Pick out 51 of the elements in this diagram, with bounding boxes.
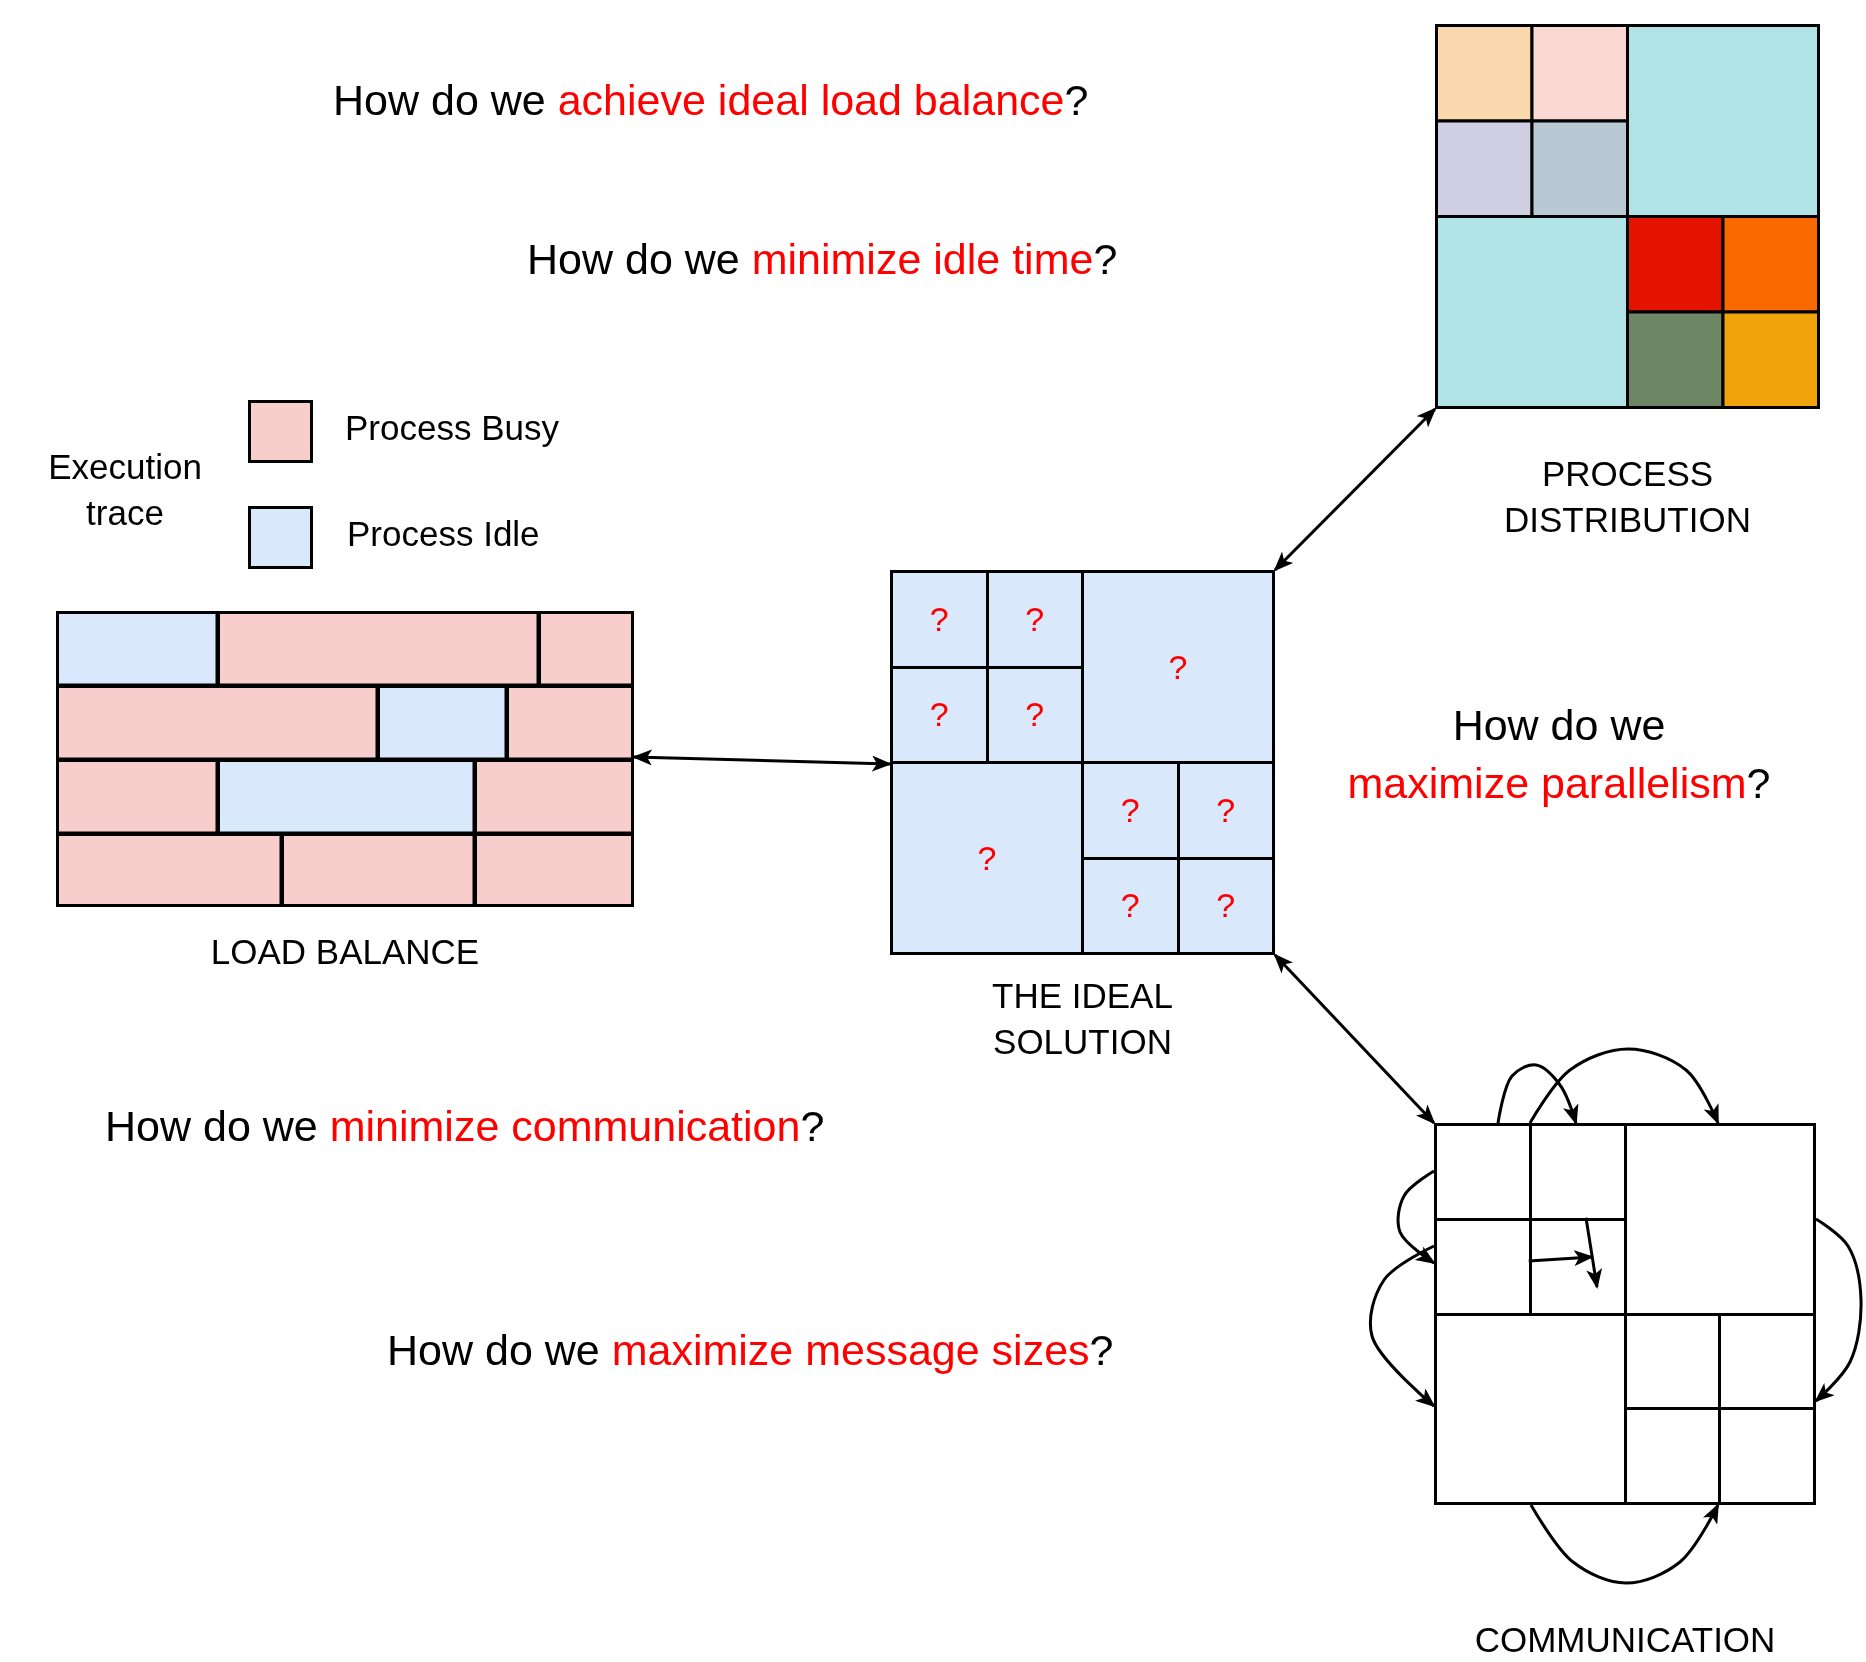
grid-cell: [1623, 1312, 1719, 1408]
grid-cell: [1081, 761, 1177, 857]
grid-cell: [1623, 1407, 1719, 1505]
double-arrow: [632, 749, 892, 772]
grid-cell: [1528, 1123, 1624, 1218]
diagram-caption: PROCESS DISTRIBUTION: [1503, 453, 1752, 541]
grid-cell: [1176, 761, 1275, 857]
legend-label: Process Busy: [345, 408, 559, 448]
question-mark: ?: [1025, 599, 1045, 639]
question-text: How do we minimize communication?: [105, 1101, 825, 1152]
question-text: How do we maximize parallelism?: [1346, 700, 1772, 809]
grid-cell: [1623, 1123, 1816, 1313]
grid-cell: [890, 665, 986, 761]
grid-cell: [1434, 1217, 1529, 1313]
grid-cell: [1434, 1312, 1624, 1505]
grid-cell: [985, 665, 1081, 761]
question-text: How do we maximize message sizes?: [387, 1325, 1114, 1376]
grid-cell: [890, 761, 1081, 955]
curved-arrow: [1529, 1503, 1720, 1585]
grid-cell: [1718, 1407, 1816, 1505]
grid-cell: [1081, 570, 1275, 761]
curved-arrow: [1496, 1063, 1579, 1125]
legend-title: Execution trace: [47, 446, 203, 534]
question-mark: ?: [1025, 695, 1045, 735]
question-text: How do we minimize idle time?: [527, 234, 1118, 285]
question-mark: ?: [1168, 647, 1188, 687]
curved-arrow: [1368, 1244, 1436, 1408]
grid-cell: [1176, 856, 1275, 955]
curved-arrow: [1396, 1169, 1436, 1265]
grid-cell: [985, 570, 1081, 666]
double-arrow: [1273, 407, 1437, 572]
question-mark: ?: [929, 599, 949, 639]
diagram-caption: THE IDEAL SOLUTION: [991, 975, 1174, 1063]
curved-arrow: [1814, 1217, 1863, 1403]
question-text: How do we achieve ideal load balance?: [333, 75, 1089, 126]
question-mark: ?: [1216, 886, 1236, 926]
question-mark: ?: [977, 838, 997, 878]
question-mark: ?: [1120, 886, 1140, 926]
grid-cell: [1718, 1312, 1816, 1408]
grid-cell: [1528, 1217, 1624, 1313]
grid-cell: [1434, 1123, 1529, 1218]
diagram-caption: LOAD BALANCE: [210, 931, 480, 973]
grid-cell: [890, 570, 986, 666]
question-mark: ?: [929, 695, 949, 735]
legend-label: Process Idle: [347, 514, 540, 554]
double-arrow: [1273, 953, 1436, 1125]
grid-cell: [1081, 856, 1177, 955]
diagram-caption: COMMUNICATION: [1474, 1619, 1776, 1661]
curved-arrow: [1528, 1047, 1720, 1125]
question-mark: ?: [1216, 790, 1236, 830]
question-mark: ?: [1120, 790, 1140, 830]
